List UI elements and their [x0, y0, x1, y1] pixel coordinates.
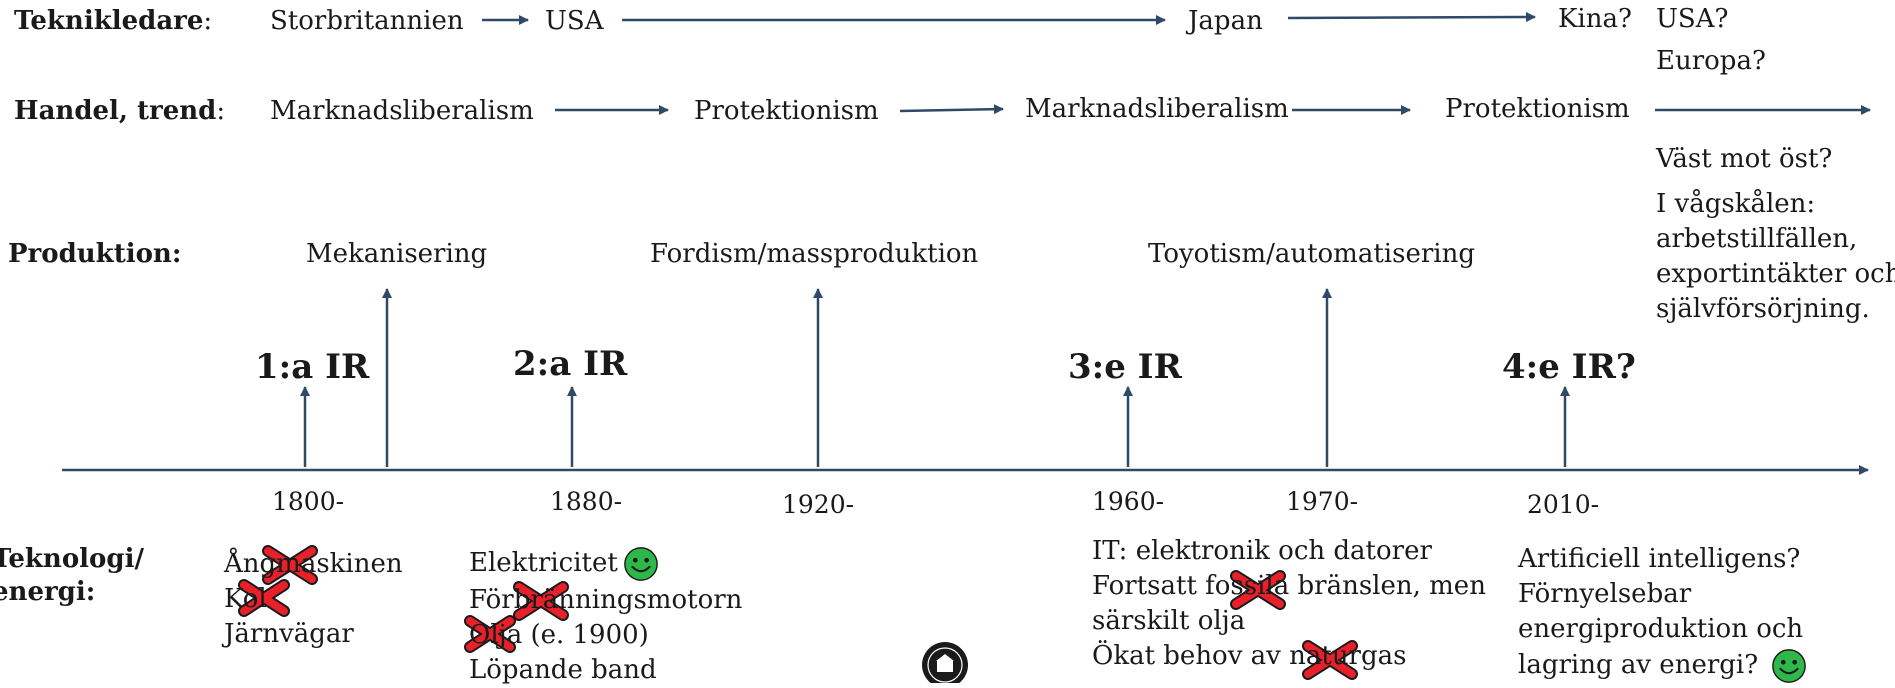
teknologi-row-label: Teknologi/ energi:: [0, 544, 144, 607]
tech-group-1: Ångmaskinen Kol Järnvägar: [224, 547, 403, 652]
tech-item-olja-2: särskilt olja: [1092, 606, 1246, 636]
side-note-2: I vågskålen:: [1656, 189, 1816, 219]
university-seal-icon: [922, 642, 968, 683]
smiley-icon: [623, 547, 658, 581]
handel-item-1: Marknadsliberalism: [270, 96, 534, 126]
cross-mark-icon: [1302, 640, 1358, 680]
handel-item-4: Protektionism: [1445, 94, 1630, 124]
produktion-row-label: Produktion:: [8, 239, 182, 269]
handel-item-2: Protektionism: [694, 96, 879, 126]
year-1960: 1960-: [1092, 487, 1165, 516]
side-note-5: självförsörjning.: [1656, 294, 1870, 324]
tech-item-elektricitet: Elektricitet: [469, 548, 618, 578]
teknik-item-kina: Kina?: [1558, 4, 1632, 34]
year-2010: 2010-: [1527, 490, 1600, 519]
teknik-item-usa-future: USA?: [1656, 4, 1729, 34]
cross-mark-icon: [262, 545, 318, 585]
year-1970: 1970-: [1286, 487, 1359, 516]
cross-mark-icon: [464, 615, 516, 653]
tech-item-lopande-band: Löpande band: [469, 655, 657, 685]
side-note-4: exportintäkter och: [1656, 259, 1895, 289]
cross-mark-icon: [238, 579, 290, 617]
ir-label-4: 4:e IR?: [1502, 347, 1636, 387]
teknik-item-europa: Europa?: [1656, 46, 1766, 76]
year-1800: 1800-: [272, 487, 345, 516]
tech-item-fornyelsebar: Förnyelsebar: [1518, 579, 1692, 609]
tech-item-fossila: Fortsatt fossila bränslen, men: [1092, 571, 1486, 601]
tech-item-jarnvagar: Järnvägar: [224, 619, 354, 649]
ir-label-3: 3:e IR: [1068, 347, 1182, 387]
teknik-row-label: Teknikledare:: [14, 6, 213, 36]
tech-item-it: IT: elektronik och datorer: [1092, 536, 1432, 566]
arrow-handel-2: [899, 104, 1004, 115]
side-notes: Väst mot öst? I vågskålen: arbetstillfäl…: [1656, 142, 1895, 327]
tech-item-olja: Olja (e. 1900): [469, 620, 649, 650]
smiley-icon: [1772, 649, 1807, 683]
handel-row-label: Handel, trend:: [14, 96, 226, 126]
produktion-item-mekanisering: Mekanisering: [306, 239, 488, 269]
side-note-1: Väst mot öst?: [1656, 144, 1833, 174]
tech-group-3: IT: elektronik och datorer Fortsatt foss…: [1092, 534, 1486, 674]
handel-item-3: Marknadsliberalism: [1025, 94, 1289, 124]
produktion-item-fordism: Fordism/massproduktion: [650, 239, 979, 269]
year-1880: 1880-: [550, 487, 623, 516]
year-1920: 1920-: [782, 490, 855, 519]
teknik-item-japan: Japan: [1188, 6, 1263, 36]
side-note-3: arbetstillfällen,: [1656, 224, 1858, 254]
tech-item-energiproduktion: energiproduktion och: [1518, 614, 1804, 644]
tech-item-ai: Artificiell intelligens?: [1518, 544, 1801, 574]
cross-mark-icon: [513, 581, 569, 621]
tech-group-2: Elektricitet Förbränningsmotorn Olja (e.…: [469, 545, 742, 688]
ir-label-1: 1:a IR: [255, 347, 370, 387]
tech-group-4: Artificiell intelligens? Förnyelsebar en…: [1518, 542, 1808, 685]
arrow-teknik-3: [1287, 12, 1536, 23]
tech-item-angmaskinen: Ångmaskinen: [224, 549, 403, 579]
ir-label-2: 2:a IR: [513, 344, 628, 384]
produktion-item-toyotism: Toyotism/automatisering: [1148, 239, 1475, 269]
tech-item-lagring: lagring av energi?: [1518, 650, 1759, 680]
cross-mark-icon: [1230, 570, 1286, 610]
tech-item-kol: Kol: [224, 584, 267, 614]
tech-item-forbranningsmotorn: Förbränningsmotorn: [469, 585, 743, 615]
teknik-item-storbritannien: Storbritannien: [270, 6, 464, 36]
tech-item-naturgas: Ökat behov av naturgas: [1092, 641, 1407, 671]
teknik-item-usa: USA: [545, 6, 604, 36]
